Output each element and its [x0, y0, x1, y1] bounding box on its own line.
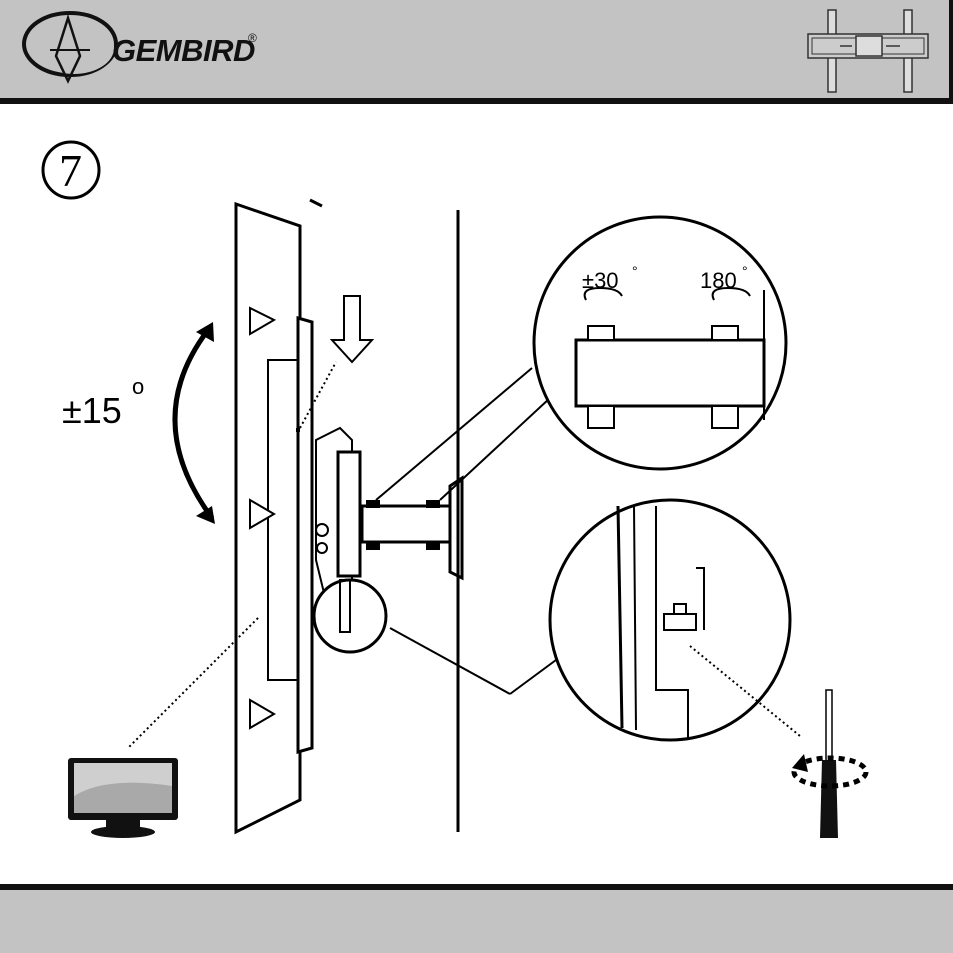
monitor-icon [66, 756, 180, 840]
swivel-degree-mark: ° [632, 263, 638, 279]
swivel-arm [362, 506, 454, 542]
rotate-degree-mark: ° [742, 263, 748, 279]
down-arrow-icon [332, 296, 372, 362]
screwdriver-icon [786, 688, 878, 840]
tv-panel-back-recess [268, 360, 300, 680]
swivel-angle-label: ±30 [582, 268, 619, 293]
gembird-logo: GEMBIRD ® [18, 6, 258, 92]
tilt-arc-arrow-icon [175, 330, 212, 518]
mounting-plate [298, 318, 312, 752]
footer-bar [0, 884, 953, 953]
header-bar: GEMBIRD ® [0, 0, 953, 104]
step-number: 7 [59, 144, 82, 197]
wall-plate [450, 478, 462, 578]
instruction-step-area: ±30 ° 180 ° 7 ±15 o [0, 104, 953, 884]
rotate-angle-label: 180 [700, 268, 737, 293]
wall-mount-bracket-thumbnail [806, 8, 930, 94]
tilt-head-plate [338, 452, 360, 576]
tilt-angle-label: ±15 [62, 390, 122, 432]
brand-name: GEMBIRD [112, 33, 255, 69]
registered-mark: ® [248, 31, 257, 45]
tilt-angle-unit: o [132, 374, 144, 400]
swivel-detail-arm [576, 340, 764, 406]
